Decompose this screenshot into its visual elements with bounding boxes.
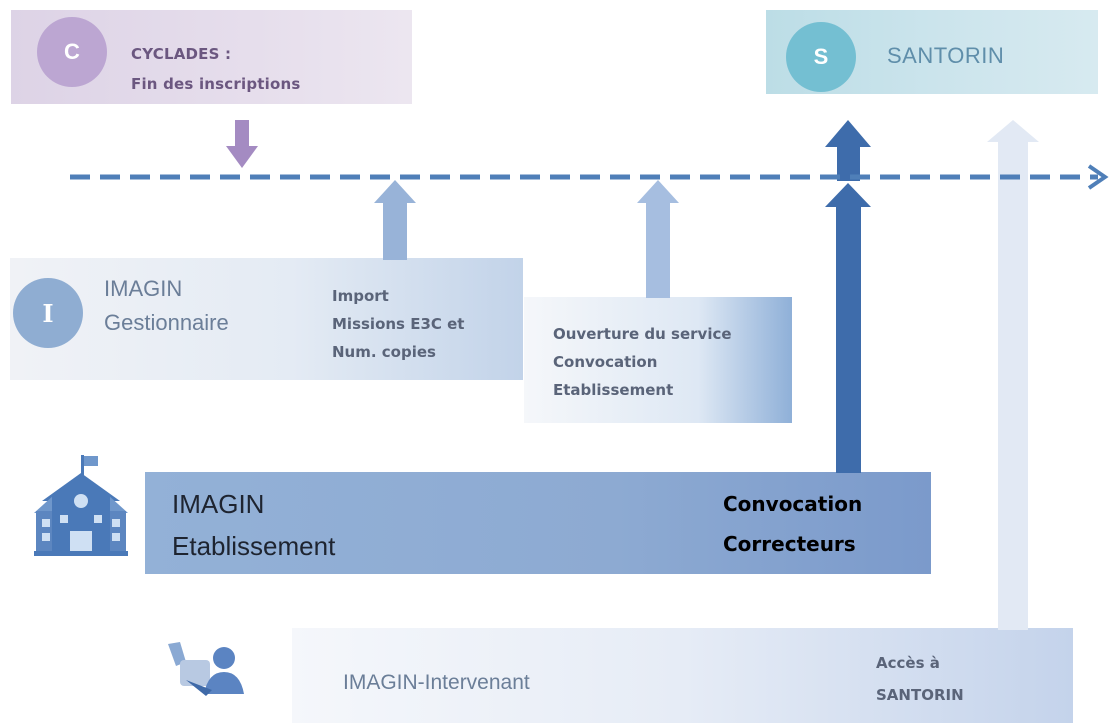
cyclades-label: CYCLADES : Fin des inscriptions (131, 39, 301, 99)
ouverture-line2: Convocation (553, 353, 658, 371)
school-building-icon (34, 455, 128, 556)
timeline-arrow (70, 164, 1109, 190)
santorin-label: SANTORIN (887, 43, 1005, 68)
ouverture-line1: Ouverture du service (553, 325, 732, 343)
intervenant-box (292, 628, 1073, 723)
cyclades-line2: Fin des inscriptions (131, 75, 301, 93)
convocation-arrow-upper (825, 120, 871, 181)
ouverture-arrow (637, 180, 679, 298)
santorin-badge: S (786, 22, 856, 92)
convocation-line2: Correcteurs (723, 532, 856, 556)
convocation-line1: Convocation (723, 492, 863, 516)
user-pen-icon (168, 642, 244, 696)
gestionnaire-box (10, 258, 523, 380)
import-arrow (374, 180, 416, 260)
import-line1: Import (332, 287, 389, 305)
ouverture-box (524, 297, 792, 423)
cyclades-arrow (226, 120, 258, 168)
etablissement-line1: IMAGIN (172, 489, 265, 519)
imagin-badge: I (13, 278, 83, 348)
import-line2: Missions E3C et (332, 315, 465, 333)
etablissement-line2: Etablissement (172, 531, 336, 561)
ouverture-line3: Etablissement (553, 381, 674, 399)
cyclades-badge: C (37, 17, 107, 87)
etablissement-label: IMAGIN Etablissement (172, 483, 335, 567)
gestionnaire-label: IMAGIN Gestionnaire (104, 272, 229, 340)
ouverture-label: Ouverture du service Convocation Etablis… (553, 320, 732, 404)
acces-line2: SANTORIN (876, 686, 964, 704)
acces-santorin-label: Accès à SANTORIN (876, 647, 964, 711)
acces-line1: Accès à (876, 654, 940, 672)
convocation-arrow-lower (825, 183, 871, 473)
import-line3: Num. copies (332, 343, 436, 361)
etablissement-box (145, 472, 931, 574)
convocation-correcteurs-label: Convocation Correcteurs (723, 484, 862, 564)
access-santorin-arrow (987, 120, 1039, 630)
cyclades-line1: CYCLADES : (131, 45, 232, 63)
intervenant-label: IMAGIN-Intervenant (343, 671, 530, 694)
gestionnaire-line1: IMAGIN (104, 276, 183, 301)
import-label: Import Missions E3C et Num. copies (332, 282, 464, 366)
gestionnaire-line2: Gestionnaire (104, 310, 229, 335)
